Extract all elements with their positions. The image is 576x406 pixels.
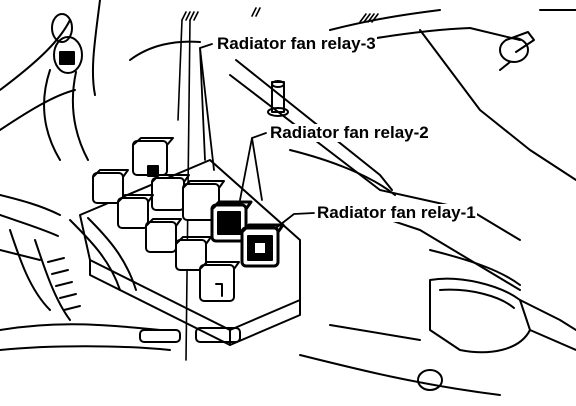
- bolt: [499, 31, 535, 71]
- mounting-stud: [267, 80, 289, 117]
- label-radiator-fan-relay-2: Radiator fan relay-2: [269, 123, 430, 142]
- leader-lines: [199, 43, 315, 229]
- hatch-marks: [181, 7, 379, 23]
- engine-bay-outline: [0, 0, 576, 396]
- label-radiator-fan-relay-3: Radiator fan relay-3: [216, 34, 377, 53]
- component-right: [417, 277, 576, 391]
- label-radiator-fan-relay-1: Radiator fan relay-1: [316, 203, 477, 222]
- relay-box-base: [79, 159, 301, 346]
- relay-blocks: [92, 137, 285, 302]
- hose-clamp: [43, 13, 89, 161]
